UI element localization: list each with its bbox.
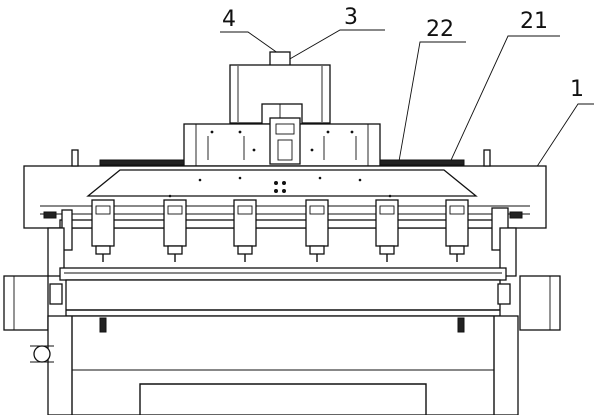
- spindle-5: [375, 199, 399, 262]
- leader-4: [220, 31, 283, 57]
- side-motors: [3, 275, 561, 331]
- ref-label-3: 3: [344, 5, 358, 30]
- machine-base: [30, 315, 519, 415]
- leader-21: [429, 35, 560, 207]
- top-motor-assembly: [229, 51, 331, 125]
- ref-label-21: 21: [520, 9, 548, 34]
- spindle-1: [91, 199, 115, 262]
- ref-label-1: 1: [570, 77, 584, 102]
- upper-carriage: [183, 117, 381, 167]
- reference-labels: 4 3 22 21 1: [222, 5, 584, 102]
- spindle-6: [445, 199, 469, 262]
- spindle-2: [163, 199, 187, 262]
- work-table: [49, 267, 511, 317]
- spindle-3: [233, 199, 257, 262]
- leader-3: [287, 29, 385, 61]
- ref-label-4: 4: [222, 7, 236, 32]
- ref-label-22: 22: [426, 17, 454, 42]
- side-columns: [47, 227, 517, 277]
- spindle-4: [305, 199, 329, 262]
